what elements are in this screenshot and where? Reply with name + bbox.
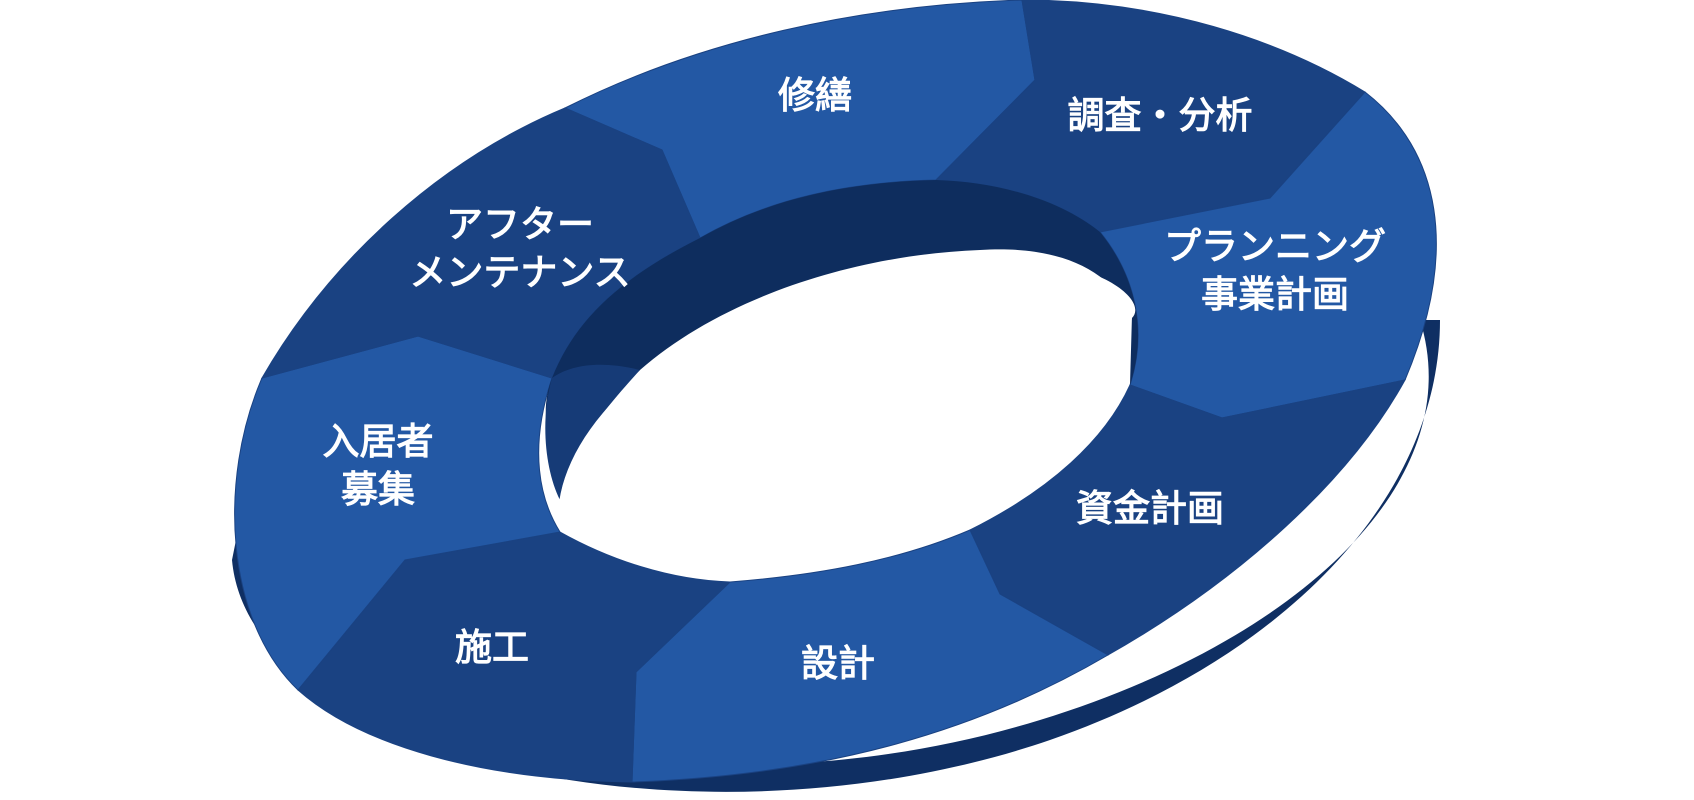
label-construction-line: 施工: [455, 626, 529, 669]
label-maintenance-line: メンテナンス: [409, 251, 630, 294]
label-repair: 修繕: [778, 74, 852, 117]
label-maintenance-line: アフター: [446, 203, 594, 246]
ring-hole: [558, 257, 1136, 554]
ring-inner-wall-near: [545, 364, 640, 500]
label-recruitment-line: 入居者: [323, 420, 434, 463]
label-survey: 調査・分析: [1068, 94, 1253, 137]
label-planning: プランニング事業計画: [1164, 225, 1386, 316]
label-repair-line: 修繕: [778, 74, 852, 117]
label-funding: 資金計画: [1076, 487, 1224, 530]
label-design-line: 設計: [801, 642, 875, 685]
label-funding-line: 資金計画: [1076, 487, 1224, 530]
label-maintenance: アフターメンテナンス: [409, 203, 630, 294]
label-planning-line: 事業計画: [1201, 273, 1349, 316]
label-recruitment: 入居者募集: [323, 420, 434, 511]
label-planning-line: プランニング: [1164, 225, 1386, 268]
label-survey-line: 調査・分析: [1068, 94, 1253, 137]
label-design: 設計: [801, 642, 875, 685]
segment-design: [631, 529, 1110, 783]
label-construction: 施工: [455, 626, 529, 669]
label-recruitment-line: 募集: [340, 468, 415, 511]
ring-inner-wall-far: [545, 180, 1139, 470]
